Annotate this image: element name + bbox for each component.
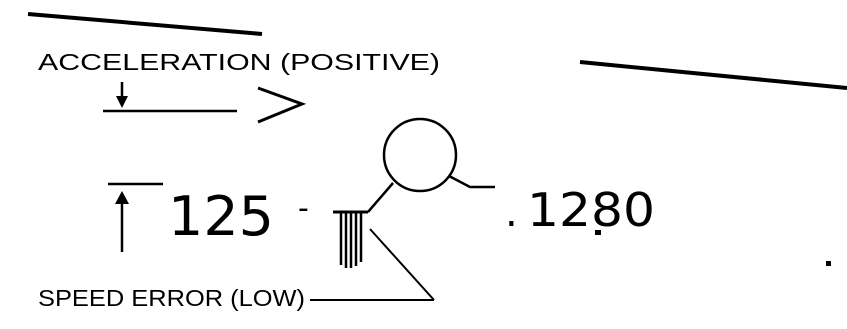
- speed-readout-marker: [595, 230, 601, 235]
- speed-error-label: SPEED ERROR (LOW): [38, 285, 305, 311]
- acceleration-chevron-icon: [257, 86, 307, 124]
- acceleration-label: ACCELERATION (POSITIVE): [38, 49, 440, 75]
- speed-error-connector-left: [367, 182, 394, 213]
- speed-bug-circle-icon: [382, 117, 458, 193]
- speed-readout-right: 1280: [527, 183, 655, 237]
- acceleration-pointer-arrowhead: [116, 96, 128, 108]
- speed-error-leader-diagonal: [369, 228, 435, 301]
- speed-readout-left: 125: [168, 185, 274, 248]
- speed-error-bar-icon: [333, 210, 368, 268]
- speed-readout-right-dot: .: [505, 190, 518, 236]
- speed-readout-dash: -: [298, 191, 309, 226]
- top-right-edge-line: [579, 60, 847, 90]
- speed-up-arrowhead: [115, 191, 129, 204]
- speed-error-connector-right: [448, 174, 495, 189]
- edge-mark: [826, 261, 831, 266]
- top-left-edge-line: [27, 12, 263, 36]
